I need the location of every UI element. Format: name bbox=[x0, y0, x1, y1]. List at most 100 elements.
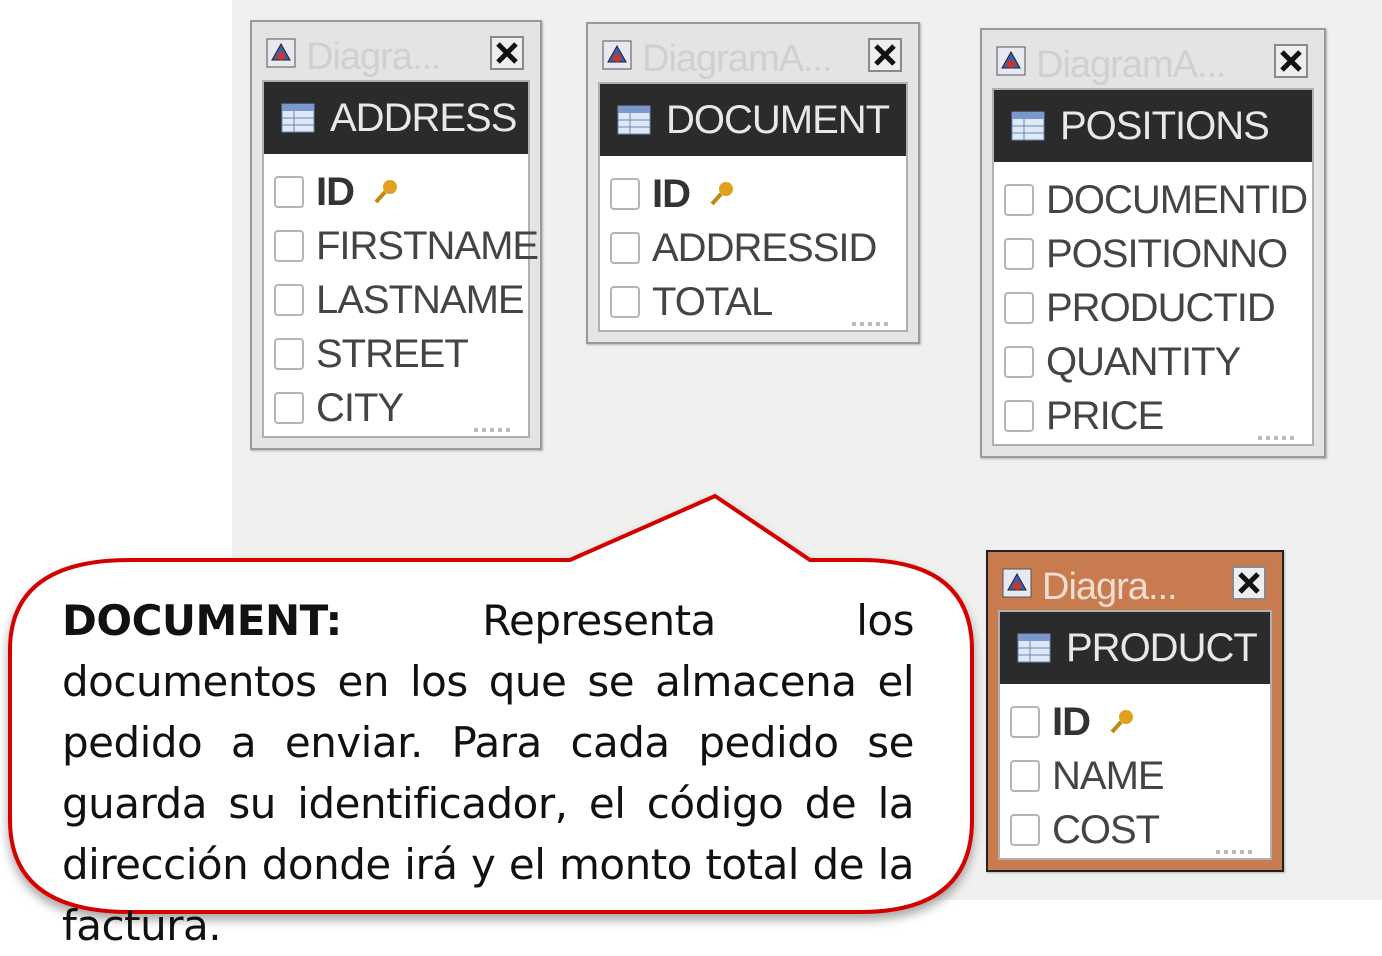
table-panel: ADDRESS ID FIRSTNAME LASTNAME STREET CIT… bbox=[262, 80, 539, 438]
column-row[interactable]: ID bbox=[274, 164, 528, 218]
callout-bubble bbox=[8, 493, 974, 914]
primary-key-icon bbox=[710, 182, 733, 206]
table-panel: DOCUMENT ID ADDRESSID TOTAL bbox=[598, 82, 908, 332]
column-row[interactable]: FIRSTNAME bbox=[274, 218, 539, 272]
column-row[interactable]: QUANTITY bbox=[1004, 334, 1312, 388]
column-row[interactable]: POSITIONNO bbox=[1004, 226, 1312, 280]
resize-grip[interactable] bbox=[852, 322, 892, 326]
table-panel: POSITIONS DOCUMENTID POSITIONNO PRODUCTI… bbox=[992, 88, 1314, 446]
column-name: ID bbox=[652, 172, 691, 216]
column-row[interactable]: ID bbox=[1010, 694, 1270, 748]
column-name: ID bbox=[1052, 700, 1091, 744]
close-button[interactable] bbox=[868, 38, 902, 72]
column-row[interactable]: DOCUMENTID bbox=[1004, 172, 1312, 226]
column-checkbox[interactable] bbox=[274, 230, 304, 262]
table-name: DOCUMENT bbox=[666, 98, 890, 142]
column-name: POSITIONNO bbox=[1046, 232, 1288, 276]
column-row[interactable]: ADDRESSID bbox=[610, 220, 906, 274]
column-checkbox[interactable] bbox=[1004, 184, 1034, 216]
diagram-app-icon bbox=[996, 46, 1026, 76]
diagram-window-document[interactable]: DiagramA... DOCUMENT ID ADDRESSID TOTAL bbox=[586, 22, 920, 344]
column-row[interactable]: NAME bbox=[1010, 748, 1270, 802]
column-row[interactable]: COST bbox=[1010, 802, 1270, 856]
primary-key-icon bbox=[1110, 710, 1133, 734]
close-icon bbox=[496, 42, 518, 64]
column-checkbox[interactable] bbox=[1010, 814, 1040, 846]
column-name: NAME bbox=[1052, 754, 1165, 798]
resize-grip[interactable] bbox=[1216, 850, 1256, 854]
callout-heading: DOCUMENT: bbox=[62, 596, 342, 645]
diagram-app-icon bbox=[602, 40, 632, 70]
diagram-app-icon bbox=[1002, 568, 1032, 598]
column-row[interactable]: LASTNAME bbox=[274, 272, 528, 326]
column-name: CITY bbox=[316, 386, 404, 430]
column-list: ID NAME COST bbox=[1010, 694, 1270, 856]
column-name: PRICE bbox=[1046, 394, 1164, 438]
window-titlebar[interactable]: DiagramA... bbox=[992, 40, 1314, 86]
column-checkbox[interactable] bbox=[610, 286, 640, 318]
close-icon bbox=[1280, 50, 1302, 72]
resize-grip[interactable] bbox=[1258, 436, 1298, 440]
table-header: ADDRESS bbox=[264, 82, 528, 154]
window-titlebar[interactable]: Diagra... bbox=[262, 32, 530, 78]
table-panel: PRODUCT ID NAME COST bbox=[998, 610, 1272, 860]
column-name: LASTNAME bbox=[316, 278, 525, 322]
table-header: DOCUMENT bbox=[600, 84, 906, 156]
column-checkbox[interactable] bbox=[1004, 346, 1034, 378]
column-name: ID bbox=[316, 170, 355, 214]
column-name: COST bbox=[1052, 808, 1160, 852]
window-title: DiagramA... bbox=[1036, 44, 1226, 86]
column-row[interactable]: CITY bbox=[274, 380, 528, 434]
primary-key-icon bbox=[374, 180, 397, 204]
window-title: DiagramA... bbox=[642, 38, 832, 80]
column-row[interactable]: PRODUCTID bbox=[1004, 280, 1312, 334]
column-list: ID ADDRESSID TOTAL bbox=[610, 166, 906, 328]
diagram-window-product[interactable]: Diagra... PRODUCT ID NAME COST bbox=[986, 550, 1284, 872]
callout-text: DOCUMENT: Representa los documentos en l… bbox=[62, 590, 915, 956]
table-icon bbox=[281, 103, 315, 133]
close-button[interactable] bbox=[490, 36, 524, 70]
column-row[interactable]: TOTAL bbox=[610, 274, 906, 328]
column-list: ID FIRSTNAME LASTNAME STREET CITY bbox=[274, 164, 539, 434]
column-checkbox[interactable] bbox=[274, 176, 304, 208]
column-name: ADDRESSID bbox=[652, 226, 877, 270]
column-row[interactable]: ID bbox=[610, 166, 906, 220]
column-checkbox[interactable] bbox=[610, 178, 640, 210]
column-checkbox[interactable] bbox=[1010, 706, 1040, 738]
column-name: FIRSTNAME bbox=[316, 224, 539, 268]
column-row[interactable]: PRICE bbox=[1004, 388, 1312, 442]
diagram-app-icon bbox=[266, 38, 296, 68]
resize-grip[interactable] bbox=[474, 428, 514, 432]
table-icon bbox=[1011, 111, 1045, 141]
column-checkbox[interactable] bbox=[274, 338, 304, 370]
close-button[interactable] bbox=[1274, 44, 1308, 78]
table-header: POSITIONS bbox=[994, 90, 1312, 162]
diagram-window-address[interactable]: Diagra... ADDRESS ID FIRSTNAME LASTNAME … bbox=[250, 20, 542, 450]
column-checkbox[interactable] bbox=[610, 232, 640, 264]
column-checkbox[interactable] bbox=[1010, 760, 1040, 792]
close-button[interactable] bbox=[1232, 566, 1266, 600]
column-row[interactable]: STREET bbox=[274, 326, 528, 380]
column-checkbox[interactable] bbox=[1004, 292, 1034, 324]
callout-body: Representa los documentos en los que se … bbox=[62, 596, 915, 950]
window-titlebar[interactable]: DiagramA... bbox=[598, 34, 908, 80]
column-checkbox[interactable] bbox=[274, 392, 304, 424]
table-name: POSITIONS bbox=[1060, 104, 1270, 148]
window-titlebar[interactable]: Diagra... bbox=[998, 562, 1272, 608]
window-title: Diagra... bbox=[306, 36, 441, 78]
close-icon bbox=[874, 44, 896, 66]
table-icon bbox=[617, 105, 651, 135]
column-name: QUANTITY bbox=[1046, 340, 1241, 384]
diagram-window-positions[interactable]: DiagramA... POSITIONS DOCUMENTID POSITIO… bbox=[980, 28, 1326, 458]
column-checkbox[interactable] bbox=[1004, 400, 1034, 432]
column-list: DOCUMENTID POSITIONNO PRODUCTID QUANTITY… bbox=[1004, 172, 1312, 442]
column-name: STREET bbox=[316, 332, 469, 376]
table-header: PRODUCT bbox=[1000, 612, 1270, 684]
column-name: PRODUCTID bbox=[1046, 286, 1276, 330]
column-checkbox[interactable] bbox=[274, 284, 304, 316]
column-name: TOTAL bbox=[652, 280, 773, 324]
table-icon bbox=[1017, 633, 1051, 663]
table-name: PRODUCT bbox=[1066, 626, 1258, 670]
column-checkbox[interactable] bbox=[1004, 238, 1034, 270]
window-title: Diagra... bbox=[1042, 566, 1177, 608]
